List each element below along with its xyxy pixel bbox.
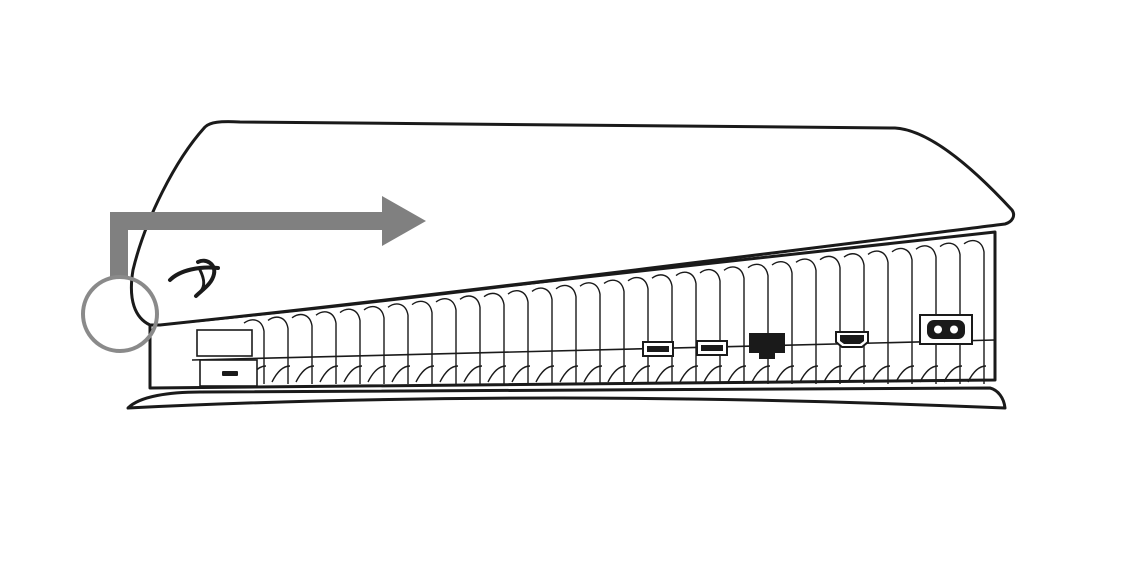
vent-fin-lower [319, 365, 339, 383]
hdmi-port-icon [835, 331, 869, 348]
usb-a-port-icon [642, 341, 674, 357]
vent-fin [243, 319, 265, 384]
vent-fin-lower [343, 365, 363, 383]
vent-fin-lower [871, 365, 891, 383]
vent-fin [891, 247, 913, 384]
vent-fin [963, 239, 985, 384]
vent-fin-lower [775, 365, 795, 383]
vent-fin [339, 308, 361, 384]
vent-fin [411, 300, 433, 384]
front-slot-icon [222, 371, 238, 376]
vent-fin-lower [463, 365, 483, 383]
vent-fin [627, 276, 649, 384]
vent-fin [579, 282, 601, 384]
vent-fin [291, 313, 313, 384]
cover-seam [159, 223, 1006, 326]
vent-fin [531, 287, 553, 384]
vent-fin [651, 274, 673, 384]
slide-direction-arrow [110, 196, 426, 278]
vent-fins [191, 239, 996, 384]
vent-fin-lower [631, 365, 651, 383]
vent-fin [723, 266, 745, 384]
vent-fin-lower [943, 365, 963, 383]
vent-fin-lower [391, 365, 411, 383]
vent-fin-lower [295, 365, 315, 383]
vent-fin [435, 298, 457, 384]
vent-fin-lower [919, 365, 939, 383]
vent-fin [363, 305, 385, 384]
vent-fin-lower [511, 365, 531, 383]
vent-fin [747, 263, 769, 384]
vent-fin-lower [799, 365, 819, 383]
vent-fin-lower [607, 365, 627, 383]
callout-circle [81, 275, 159, 353]
vent-fin-lower [727, 365, 747, 383]
vent-fin-lower [679, 365, 699, 383]
vent-fin [267, 316, 289, 384]
vent-fin [699, 268, 721, 384]
playstation-logo-icon [168, 258, 220, 298]
vent-fin-lower [271, 365, 291, 383]
vent-fin-lower [655, 365, 675, 383]
vent-fin-lower [847, 365, 867, 383]
vent-fin [795, 258, 817, 384]
vent-fin-lower [367, 365, 387, 383]
ethernet-port-icon [749, 333, 785, 359]
console-base [126, 386, 1007, 410]
vent-fin-lower [751, 365, 771, 383]
vent-fin [483, 292, 505, 384]
front-panel-upper [196, 329, 253, 357]
vent-fin [603, 279, 625, 384]
vent-fin [867, 250, 889, 384]
vent-fin [555, 284, 577, 384]
ac-in-port-icon [919, 314, 973, 345]
body-midline [191, 339, 996, 361]
vent-fin-lower [415, 365, 435, 383]
vent-fin [675, 271, 697, 384]
vent-fin-lower [703, 365, 723, 383]
usb-a-port-icon [696, 340, 728, 356]
vent-fin-lower [823, 365, 843, 383]
vent-fin-lower [535, 365, 555, 383]
vent-fin [843, 253, 865, 384]
vent-fin-lower [895, 365, 915, 383]
vent-fin [819, 255, 841, 384]
vent-fin-lower [559, 365, 579, 383]
vent-fin-lower [439, 365, 459, 383]
vent-fin [939, 242, 961, 384]
vent-fin-lower [487, 365, 507, 383]
vent-fin-lower [967, 365, 987, 383]
vent-fin-lower [583, 365, 603, 383]
vent-fin [459, 295, 481, 384]
vent-fin [507, 290, 529, 384]
vent-fin [915, 245, 937, 384]
vent-fin [387, 303, 409, 384]
vent-fin [315, 311, 337, 384]
vent-fin [771, 261, 793, 384]
